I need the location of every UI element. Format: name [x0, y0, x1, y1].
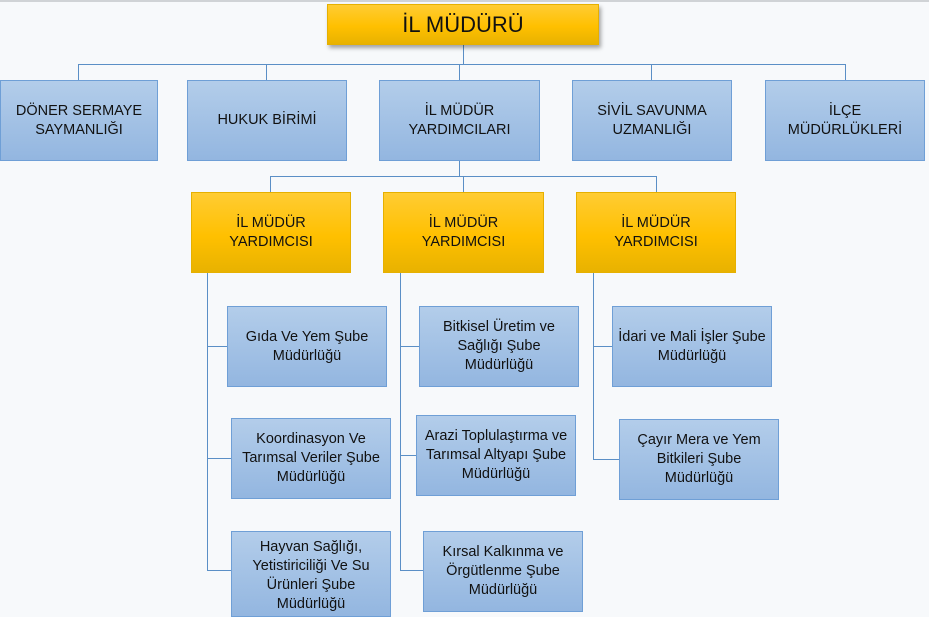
deputy-box-1: İL MÜDÜR YARDIMCISI — [191, 192, 351, 273]
il-mudur-yardimcilari-box: İL MÜDÜR YARDIMCILARI — [379, 80, 540, 161]
connector — [266, 64, 267, 80]
connector — [845, 64, 846, 80]
deputy-box-2: İL MÜDÜR YARDIMCISI — [383, 192, 544, 273]
connector — [207, 346, 227, 347]
connector — [593, 346, 612, 347]
branch-box: İdari ve Mali İşler Şube Müdürlüğü — [612, 306, 772, 387]
sivil-savunma-box: SİVİL SAVUNMA UZMANLIĞI — [572, 80, 732, 161]
branch-box: Bitkisel Üretim ve Sağlığı Şube Müdürlüğ… — [419, 306, 579, 387]
branch-box: Gıda Ve Yem Şube Müdürlüğü — [227, 306, 387, 387]
connector — [270, 176, 271, 192]
deputy-box-3: İL MÜDÜR YARDIMCISI — [576, 192, 736, 273]
il-muduru-box: İL MÜDÜRÜ — [327, 4, 599, 45]
connector — [207, 458, 231, 459]
connector — [656, 176, 657, 192]
connector — [463, 45, 464, 64]
connector — [459, 160, 460, 176]
doner-sermaye-box: DÖNER SERMAYE SAYMANLIĞI — [0, 80, 158, 161]
branch-box: Hayvan Sağlığı, Yetistiriciliği Ve Su Ür… — [231, 531, 391, 617]
connector — [651, 64, 652, 80]
connector — [400, 570, 423, 571]
ilce-mudurlukleri-box: İLÇE MÜDÜRLÜKLERİ — [765, 80, 925, 161]
branch-box: Arazi Toplulaştırma ve Tarımsal Altyapı … — [416, 415, 576, 496]
connector — [400, 455, 416, 456]
connector — [207, 570, 231, 571]
branch-box: Kırsal Kalkınma ve Örgütlenme Şube Müdür… — [423, 531, 583, 612]
connector — [400, 272, 401, 570]
connector — [78, 64, 79, 80]
branch-box: Çayır Mera ve Yem Bitkileri Şube Müdürlü… — [619, 419, 779, 500]
connector — [78, 64, 846, 65]
branch-box: Koordinasyon Ve Tarımsal Veriler Şube Mü… — [231, 418, 391, 499]
connector — [593, 459, 619, 460]
hukuk-birimi-box: HUKUK BİRİMİ — [187, 80, 347, 161]
connector — [593, 272, 594, 459]
connector — [207, 272, 208, 570]
connector — [463, 176, 464, 192]
connector — [459, 64, 460, 80]
connector — [400, 346, 419, 347]
